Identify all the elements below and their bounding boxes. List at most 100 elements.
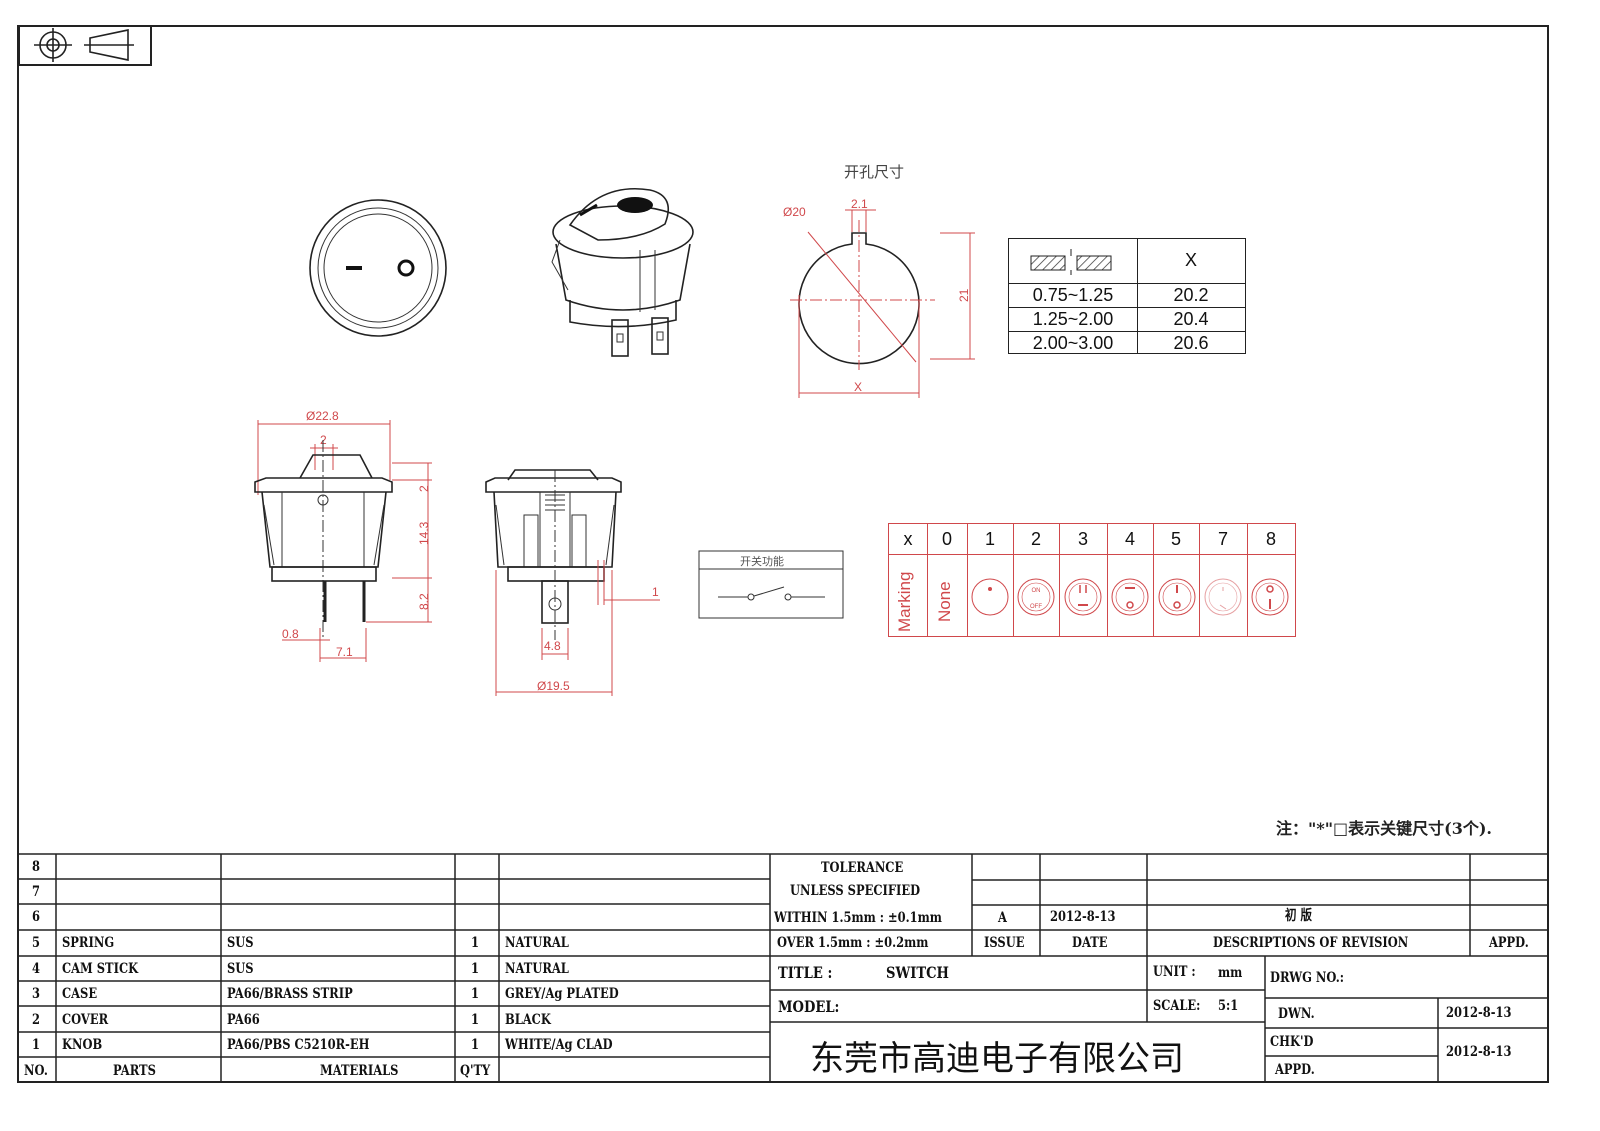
appd2-label: APPD. (1275, 1062, 1315, 1078)
bom-no: 3 (32, 986, 40, 1002)
date-label: DATE (1072, 935, 1108, 951)
bom-no: 4 (32, 961, 40, 977)
thickness-x: 20.4 (1173, 309, 1209, 329)
tolerance-line: UNLESS SPECIFIED (790, 883, 921, 899)
bom-header-materials: MATERIALS (320, 1063, 399, 1079)
bom-no: 1 (32, 1037, 40, 1053)
marking-equals-icon (1064, 578, 1102, 616)
issue-label: ISSUE (984, 935, 1025, 951)
drawing-canvas: 开孔尺寸 Ø20 2.1 21 X Ø22.8 2 (18, 25, 1492, 838)
bom-qty: 1 (471, 961, 479, 977)
marking-header: 1 (984, 529, 995, 549)
dim-side-08: 0.8 (282, 627, 299, 641)
title-label: TITLE : (778, 963, 833, 982)
isometric-view (551, 188, 694, 357)
chkd-date: 2012-8-13 (1446, 1044, 1512, 1060)
marking-table: x 0 1 2 3 4 5 7 8 Marking None ON OFF (888, 523, 1296, 637)
bom-no: 5 (32, 935, 40, 951)
dim-key-width: 2.1 (851, 197, 868, 211)
drwg-label: DRWG NO.: (1270, 970, 1344, 986)
scale-label: SCALE: (1153, 998, 1201, 1014)
dim-height-21: 21 (957, 288, 971, 302)
title-value: SWITCH (886, 963, 949, 982)
on-mark-icon (397, 259, 415, 277)
thickness-table: X 0.75~1.25 20.2 1.25~2.00 20.4 2.00~3.0… (1008, 238, 1246, 354)
marking-icons: ON OFF (971, 578, 1289, 616)
projection-symbol-icon (18, 25, 152, 66)
model-label: MODEL: (778, 997, 840, 1016)
marking-dash-circle-icon (1111, 578, 1149, 616)
bom-qty: 1 (471, 935, 479, 951)
drawing-sheet (17, 25, 1549, 1083)
note-text: 注："*"□表示关键尺寸(3个). (1276, 819, 1492, 838)
marking-header: 2 (1030, 529, 1041, 549)
bom-part: KNOB (62, 1037, 103, 1053)
bom-finish: NATURAL (505, 961, 569, 977)
marking-header: 5 (1170, 529, 1181, 549)
bom-material: PA66/BRASS STRIP (227, 986, 353, 1002)
dim-side-dia: Ø22.8 (306, 409, 339, 423)
top-view (309, 199, 447, 337)
marking-faint-icon (1204, 578, 1242, 616)
marking-on-off-icon: ON OFF (1017, 578, 1055, 616)
bom-material: PA66 (227, 1012, 260, 1028)
dim-front-dia: Ø19.5 (537, 679, 570, 693)
marking-circle-bar-icon (1251, 578, 1289, 616)
dim-x: X (854, 380, 862, 394)
dim-hole-dia: Ø20 (783, 205, 806, 219)
bom-no: 2 (32, 1012, 40, 1028)
bom-part: COVER (62, 1012, 109, 1028)
dwn-date: 2012-8-13 (1446, 1005, 1512, 1021)
thickness-range: 2.00~3.00 (1032, 333, 1114, 353)
dim-side-82: 8.2 (417, 593, 431, 610)
marking-header: 4 (1124, 529, 1135, 549)
unit-value: mm (1218, 965, 1243, 981)
tolerance-line: TOLERANCE (821, 860, 904, 876)
bom-finish: GREY/Ag PLATED (505, 986, 619, 1002)
bom-finish: NATURAL (505, 935, 569, 951)
date-value: 2012-8-13 (1050, 909, 1116, 925)
bom-finish: BLACK (505, 1012, 551, 1028)
marking-header: 0 (941, 529, 952, 549)
bom-finish: WHITE/Ag CLAD (505, 1037, 613, 1053)
bom-header-parts: PARTS (113, 1063, 156, 1079)
appd-label: APPD. (1489, 935, 1529, 951)
revision-value: 初 版 (1285, 908, 1312, 924)
bom-qty: 1 (471, 1012, 479, 1028)
marking-dot-icon (971, 578, 1009, 616)
marking-header: 8 (1265, 529, 1276, 549)
bom-qty: 1 (471, 986, 479, 1002)
bom-header-qty: Q'TY (460, 1063, 491, 1079)
switch-function-label: 开关功能 (740, 554, 784, 568)
thickness-range: 0.75~1.25 (1032, 285, 1114, 305)
dim-side-143: 14.3 (417, 521, 431, 545)
marking-bar-circle-icon (1158, 578, 1196, 616)
tolerance-line: WITHIN 1.5mm : ±0.1mm (774, 910, 942, 926)
thickness-x: 20.2 (1173, 285, 1209, 305)
company-name: 东莞市高迪电子有限公司 (810, 1039, 1184, 1079)
marking-header: x (903, 529, 913, 549)
panel-thickness-icon (1030, 249, 1112, 275)
bom-part: CAM STICK (62, 961, 139, 977)
chkd-label: CHK'D (1270, 1034, 1314, 1050)
dwn-label: DWN. (1278, 1006, 1315, 1022)
dim-side-71: 7.1 (336, 645, 353, 659)
bom-qty: 1 (471, 1037, 479, 1053)
front-view: 1 4.8 Ø19.5 (485, 469, 660, 696)
dim-front-48: 4.8 (544, 639, 561, 653)
cutout-view: 开孔尺寸 Ø20 2.1 21 X (783, 164, 975, 398)
dim-side-2b: 2 (417, 485, 431, 492)
thickness-range: 1.25~2.00 (1032, 309, 1114, 329)
bom-no: 6 (32, 909, 40, 925)
tolerance-line: OVER 1.5mm : ±0.2mm (777, 935, 929, 951)
desc-label: DESCRIPTIONS OF REVISION (1213, 935, 1409, 951)
marking-header: 7 (1217, 529, 1228, 549)
marking-on-text: ON (1032, 588, 1041, 594)
switch-symbol-icon (718, 586, 825, 601)
bom-header-no: NO. (24, 1063, 48, 1079)
bom-part: CASE (62, 986, 98, 1002)
dim-front-1: 1 (652, 585, 659, 599)
marking-header: 3 (1077, 529, 1088, 549)
bom-no: 7 (32, 884, 40, 900)
